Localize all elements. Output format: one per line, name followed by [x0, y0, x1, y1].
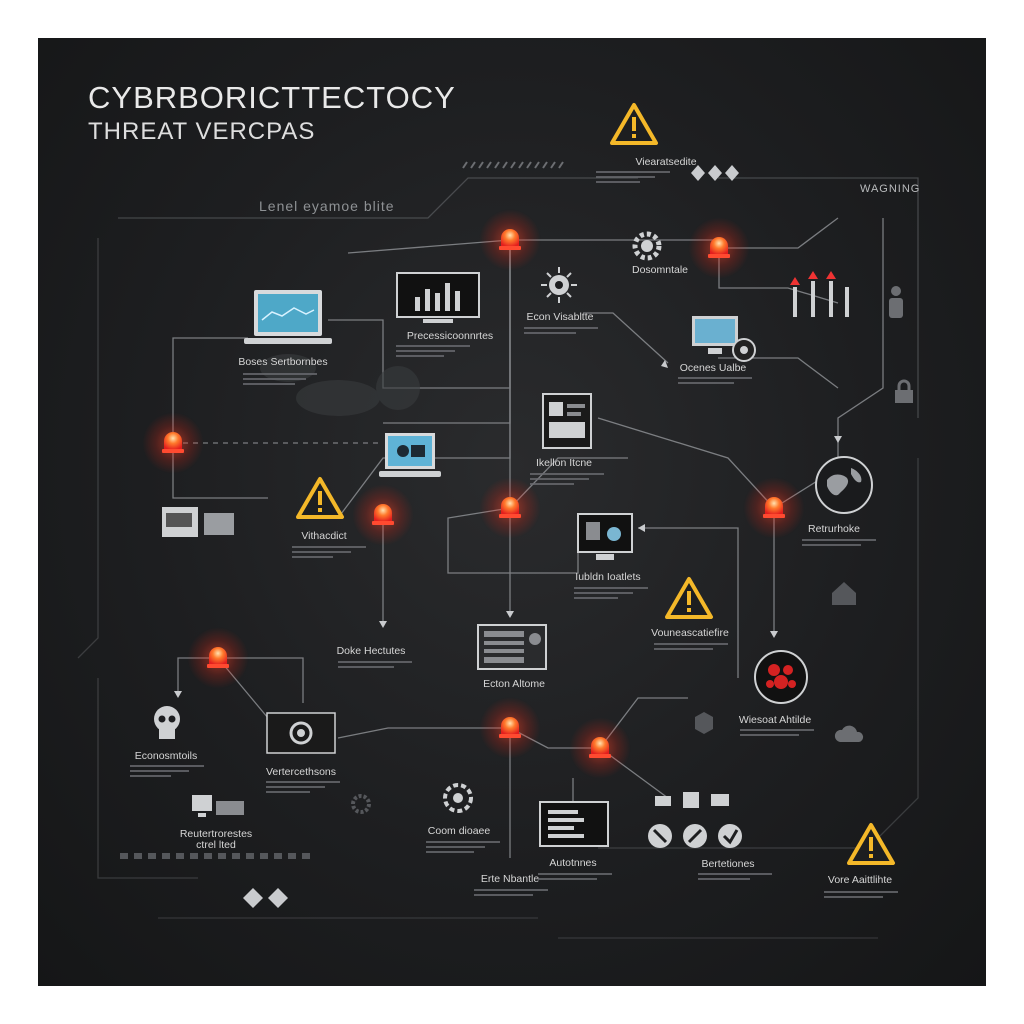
diagram-panel: CYBRBORICTTECTOCY THREAT VERCPAS Lenel e…: [38, 38, 986, 986]
node-label: Ecton Altome: [483, 678, 545, 690]
laptop-icon[interactable]: [240, 286, 336, 350]
page-title: CYBRBORICTTECTOCY: [88, 80, 456, 115]
text-lines: [740, 726, 814, 739]
lock-icon: [895, 379, 913, 403]
warning-icon[interactable]: [664, 576, 714, 620]
node-label: Vertercethsons: [265, 766, 337, 778]
monitor-icon[interactable]: [393, 269, 483, 327]
node-label: Reutertrorestes: [179, 828, 253, 840]
node-label: Autotnnes: [549, 857, 597, 869]
page-subtitle: THREAT VERCPAS: [88, 118, 316, 145]
text-lines: [654, 640, 728, 653]
alert-node[interactable]: [479, 477, 541, 539]
text-lines: [596, 168, 670, 186]
alert-node[interactable]: [569, 717, 631, 779]
server-icon: [162, 507, 234, 537]
virus-icon[interactable]: [752, 648, 810, 706]
text-lines: [243, 370, 317, 388]
box-icon: [695, 712, 713, 734]
alert-node[interactable]: [743, 477, 805, 539]
text-lines: [530, 470, 604, 488]
node-label: Econosmtoils: [134, 750, 198, 762]
text-lines: [130, 762, 204, 780]
tools-circle-icons: [648, 824, 742, 848]
node-label: ctrel lted: [196, 839, 236, 851]
text-lines: [824, 888, 898, 901]
gear-icon[interactable]: [629, 228, 665, 264]
person-icon: [889, 286, 903, 318]
node-label: Dosomntale: [631, 264, 689, 276]
laptop-icon[interactable]: [377, 429, 443, 487]
network-wires: [77, 161, 919, 939]
text-lines: [338, 658, 412, 671]
text-lines: [698, 870, 772, 883]
node-label: Wiesoat Ahtilde: [738, 714, 812, 726]
text-lines: [474, 886, 548, 899]
monitor-icon[interactable]: [476, 623, 548, 673]
node-label: Viearatsedite: [635, 156, 697, 168]
map-caption: Lenel eyamoe blite: [259, 198, 395, 214]
node-label: Ocenes Ualbe: [679, 362, 747, 374]
alert-node[interactable]: [479, 209, 541, 271]
text-lines: [574, 584, 648, 602]
node-label: Ikellon Itcne: [535, 457, 593, 469]
text-lines: [678, 374, 752, 387]
node-label: Doke Hectutes: [336, 645, 406, 657]
computer-icon: [192, 795, 244, 817]
node-label: Bertetiones: [701, 858, 755, 870]
node-label: Coom dioaee: [427, 825, 491, 837]
cloud-icon: [834, 725, 864, 742]
antenna-array-icon: [790, 271, 849, 317]
text-lines: [524, 324, 598, 337]
skull-icon[interactable]: [149, 703, 185, 743]
gear-icon[interactable]: [440, 780, 476, 816]
text-lines: [802, 536, 876, 549]
node-label: Vouneascatiefire: [651, 627, 729, 639]
gear-icon: [732, 338, 756, 362]
node-label: Econ Visabltte: [526, 311, 594, 323]
text-lines: [396, 342, 470, 360]
node-label: Retrurhoke: [808, 523, 860, 535]
tools-icon-row: [655, 792, 729, 808]
alert-node[interactable]: [142, 412, 204, 474]
node-label: Precessicoonnrtes: [406, 330, 494, 342]
monitor-icon[interactable]: [538, 800, 610, 852]
node-label: Vore Aaittlihte: [827, 874, 893, 886]
alert-node[interactable]: [187, 627, 249, 689]
gear-icon: [351, 794, 371, 814]
text-lines: [538, 870, 612, 883]
gear-panel-icon[interactable]: [265, 711, 337, 755]
node-label: Vithacdict: [301, 530, 347, 542]
target-icon[interactable]: [539, 265, 579, 305]
monitor-icon[interactable]: [690, 314, 742, 358]
warning-corner-label: WAGNING: [860, 183, 921, 195]
alert-node[interactable]: [688, 217, 750, 279]
text-lines: [292, 543, 366, 561]
text-lines: [266, 778, 340, 796]
warning-icon[interactable]: [295, 476, 345, 520]
text-lines: [426, 838, 500, 856]
node-label: Boses Sertbornbes: [238, 356, 328, 368]
alert-node[interactable]: [479, 697, 541, 759]
monitor-icon[interactable]: [541, 392, 593, 450]
monitor-icon[interactable]: [576, 512, 634, 564]
node-label: Erte Nbantle: [480, 873, 540, 885]
warning-icon[interactable]: [846, 822, 896, 866]
home-icon: [832, 582, 856, 605]
globe-icon[interactable]: [813, 454, 875, 516]
node-label: Iubldn Ioatlets: [575, 571, 641, 583]
warning-icon[interactable]: [609, 102, 659, 146]
alert-node[interactable]: [352, 484, 414, 546]
